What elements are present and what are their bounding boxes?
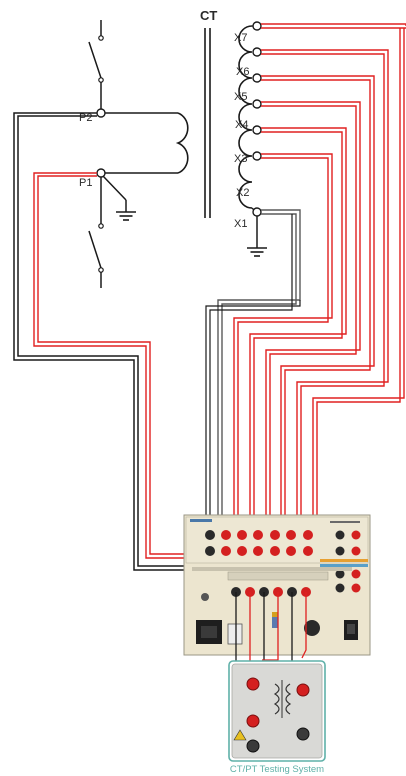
tap-leads <box>205 23 406 540</box>
x3-terminal <box>252 125 262 135</box>
x4-label: X4 <box>235 119 248 131</box>
x1-label: X1 <box>234 218 247 230</box>
equipment-caption: CT/PT Testing System <box>230 764 324 775</box>
x5-terminal <box>252 73 262 83</box>
ct-pt-testing-module <box>228 660 326 762</box>
ct-label: CT <box>200 8 217 23</box>
x3-label: X3 <box>234 153 247 165</box>
x7-terminal <box>252 21 262 31</box>
primary-winding <box>175 112 189 174</box>
p2-label: P2 <box>79 112 92 124</box>
upper-jack-row <box>205 530 361 593</box>
x6-terminal <box>252 47 262 57</box>
tap-terminals <box>246 21 268 257</box>
x1-terminal <box>252 207 262 217</box>
test-equipment-panel <box>183 514 371 656</box>
x2-terminal <box>252 151 262 161</box>
p2-terminal <box>96 108 106 118</box>
p1-label: P1 <box>79 177 92 189</box>
primary-circuit <box>88 20 189 288</box>
upper-switch-blade <box>88 41 102 79</box>
secondary-winding <box>238 25 253 209</box>
x4-terminal <box>252 99 262 109</box>
ct-core <box>204 28 211 218</box>
primary-leads <box>13 112 357 580</box>
lower-switch-blade <box>88 230 102 269</box>
x6-label: X6 <box>236 66 249 78</box>
x5-label: X5 <box>234 91 247 103</box>
x7-label: X7 <box>234 32 247 44</box>
x2-label: X2 <box>236 187 249 199</box>
